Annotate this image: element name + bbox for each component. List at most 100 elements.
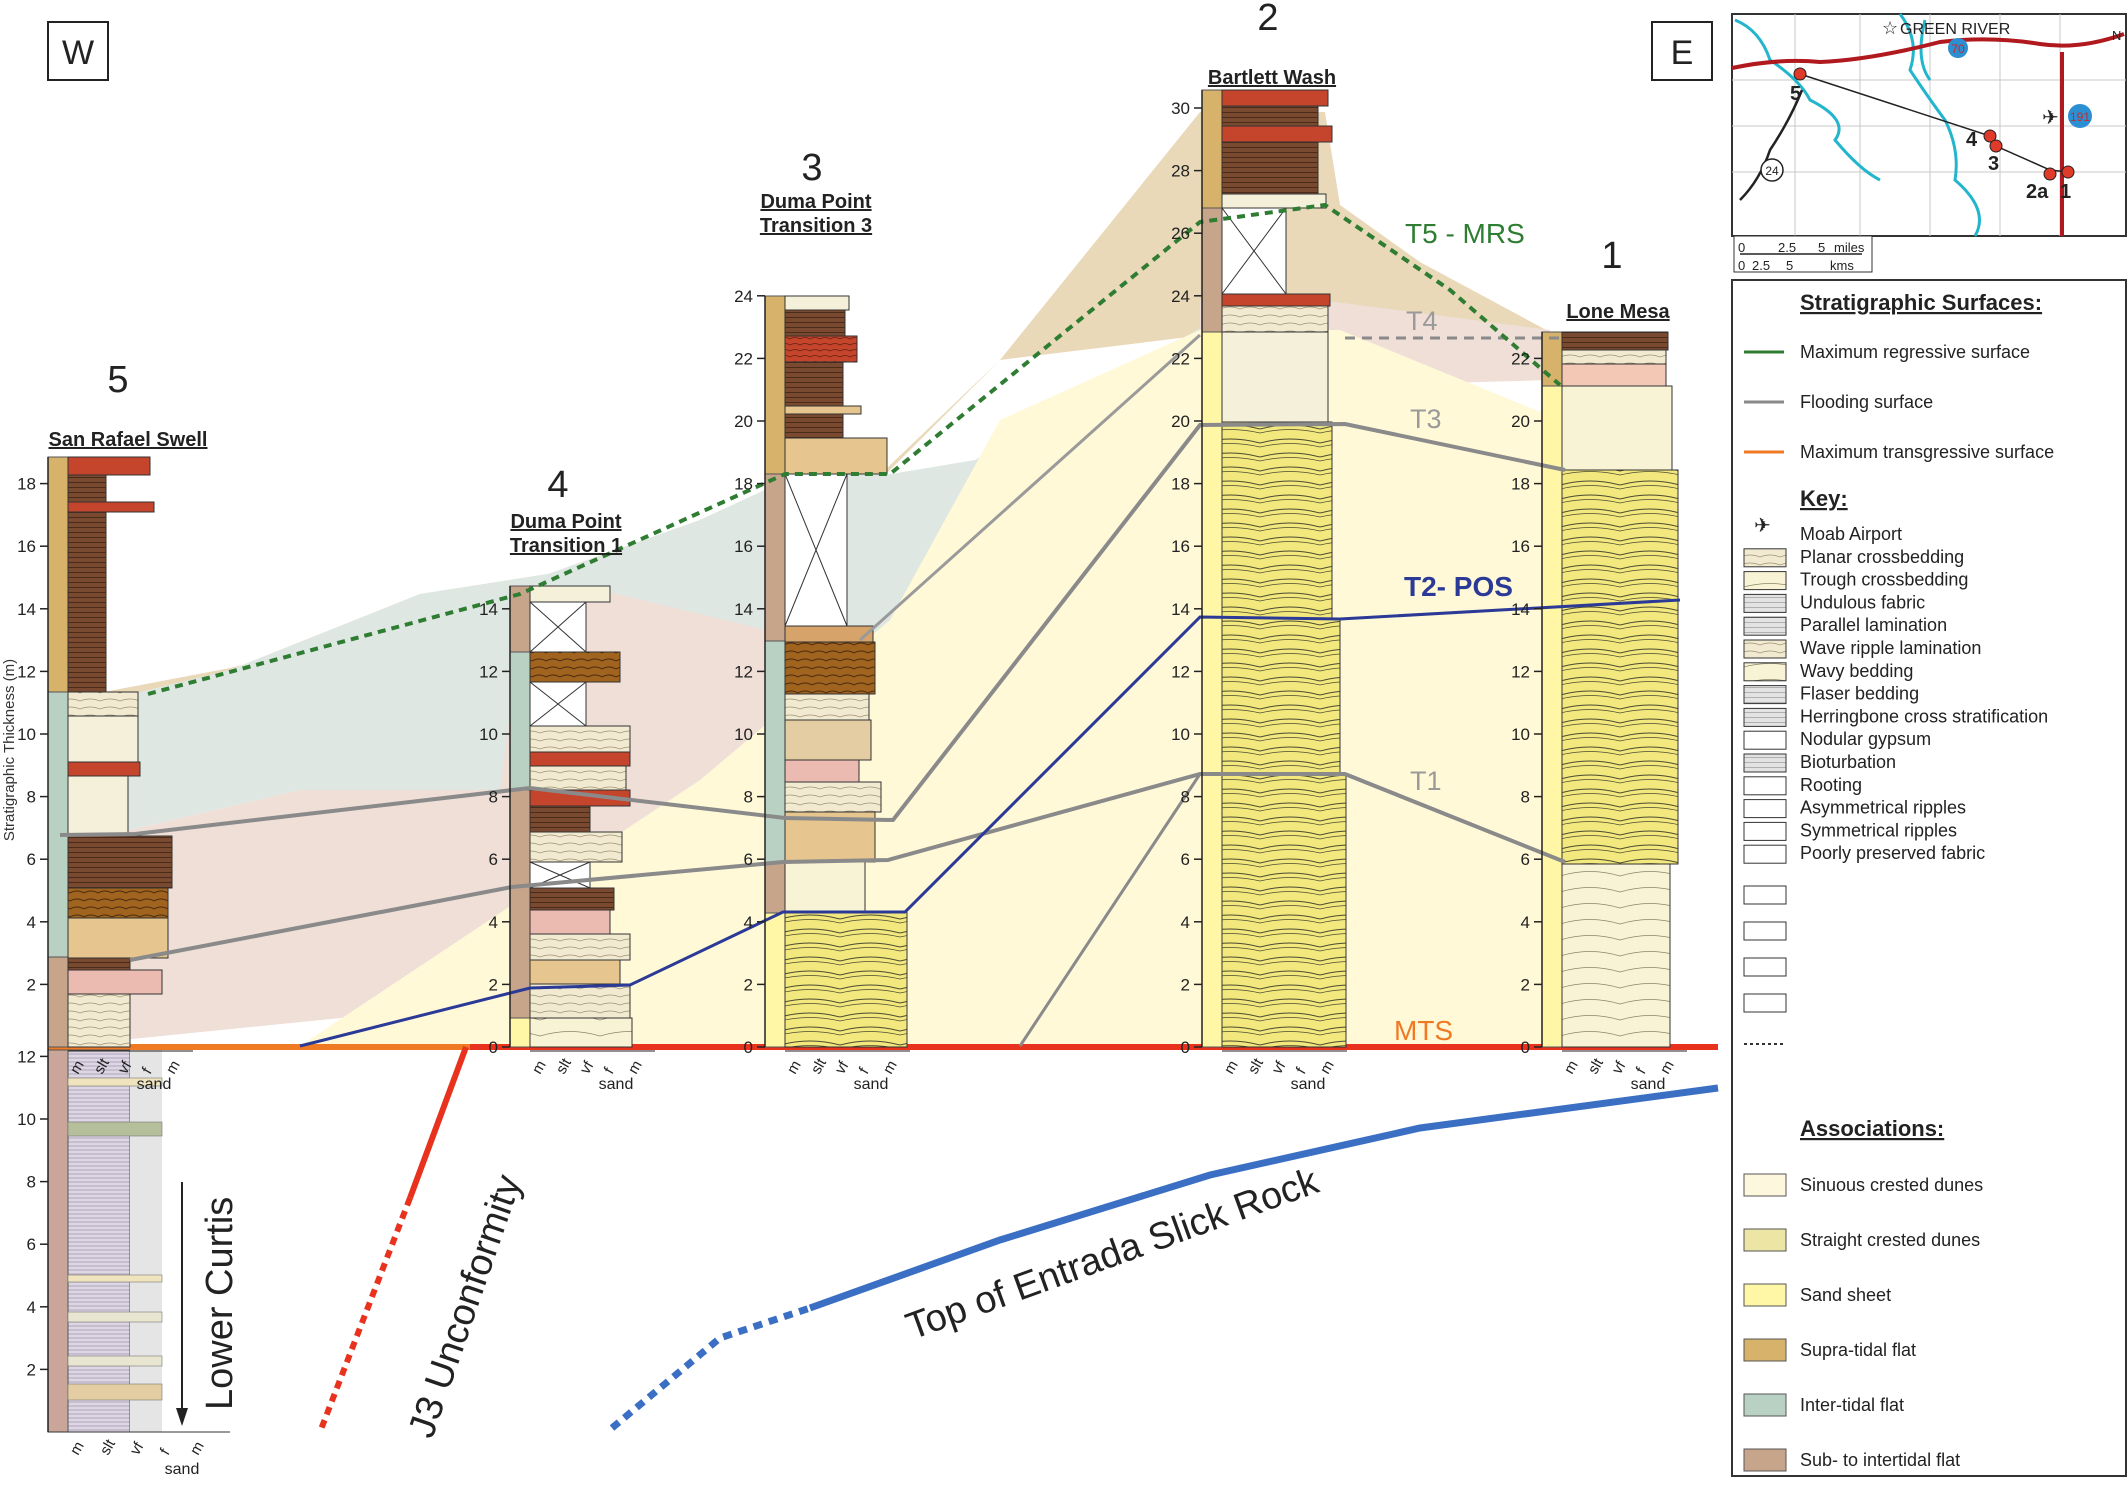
association-swatch — [1743, 1393, 1787, 1417]
association-label: Supra-tidal flat — [1800, 1340, 1916, 1360]
supratidal-panel — [62, 112, 1550, 700]
axis-tick-label: 4 — [1521, 913, 1530, 932]
site-2a-label: 2a — [2026, 181, 2049, 203]
river — [1734, 13, 1981, 237]
axis-tick-label: 2 — [27, 1360, 36, 1379]
axis-tick-label: 16 — [734, 537, 753, 556]
grain-size-label: m — [1317, 1058, 1338, 1077]
t2-label: T2- POS — [1404, 571, 1513, 602]
key-swatch — [1743, 616, 1787, 636]
column-4-number: 4 — [547, 464, 568, 506]
axis-tick-label: 18 — [734, 475, 753, 494]
key-swatch — [1743, 844, 1787, 864]
sand-label: sand — [1631, 1076, 1666, 1093]
axis-tick-label: 24 — [734, 287, 753, 306]
svg-text:24: 24 — [1765, 164, 1779, 178]
association-label: Sub- to intertidal flat — [1800, 1450, 1960, 1470]
axis-tick-label: 10 — [17, 1110, 36, 1129]
surface-label: Maximum regressive surface — [1800, 342, 2030, 362]
west-box: W — [47, 21, 109, 81]
column-2-number: 2 — [1257, 0, 1278, 39]
symbol-swatch — [1743, 885, 1787, 905]
key-swatch — [1743, 571, 1787, 591]
axis-tick-label: 20 — [1511, 412, 1530, 431]
axis-tick-label: 0 — [744, 1038, 753, 1057]
grain-size-label: m — [1221, 1058, 1242, 1077]
key-label: Asymmetrical ripples — [1800, 798, 1966, 818]
sand-label: sand — [854, 1076, 889, 1093]
grain-size-label: vf — [1269, 1058, 1290, 1077]
svg-text:0: 0 — [1738, 240, 1745, 255]
east-label: E — [1671, 34, 1694, 72]
key-title: Key: — [1800, 486, 1848, 511]
correlation-surfaces — [59, 202, 1681, 1048]
key-swatch — [1743, 753, 1787, 773]
location-map: GREEN RIVER ☆ N 70 191 24 ✈ 5 4 3 2a 1 0… — [1731, 13, 2127, 273]
axis-tick-label: 4 — [27, 1298, 36, 1317]
legend: Stratigraphic Surfaces: Maximum regressi… — [1731, 279, 2127, 1477]
site-2a-dot — [2043, 167, 2057, 181]
west-label: W — [62, 34, 94, 72]
lower-curtis-arrow — [176, 1182, 188, 1426]
column-1-lithology — [1541, 331, 1679, 1048]
column-5-name: San Rafael Swell — [49, 429, 208, 451]
column-2-name: Bartlett Wash — [1208, 67, 1336, 89]
column-3-lithology — [764, 295, 908, 1048]
surface-label: Flooding surface — [1800, 392, 1933, 412]
key-label: Herringbone cross stratification — [1800, 706, 2048, 726]
column-4-name: Duma Point — [510, 511, 621, 533]
j3-unconformity-line — [317, 1045, 469, 1434]
grain-size-label: vf — [832, 1058, 853, 1077]
grain-size-label: slt — [1245, 1055, 1268, 1077]
symbol-swatch — [1743, 921, 1787, 941]
axis-tick-label: 4 — [744, 913, 753, 932]
grain-size-label: m — [784, 1058, 805, 1077]
svg-text:2.5: 2.5 — [1778, 240, 1796, 255]
sand-label: sand — [599, 1076, 634, 1093]
grain-size-label: vf — [127, 1439, 148, 1458]
axis-tick-label: 16 — [17, 537, 36, 556]
sand-label: sand — [1291, 1076, 1326, 1093]
grain-size-label: m — [163, 1058, 184, 1077]
axis-tick-label: 12 — [479, 662, 498, 681]
axis-tick-label: 12 — [1511, 662, 1530, 681]
key-label: Nodular gypsum — [1800, 729, 1931, 749]
axis-tick-label: 0 — [1521, 1038, 1530, 1057]
sand-label: sand — [137, 1076, 172, 1093]
axis-tick-label: 8 — [1181, 788, 1190, 807]
map-north-label: N — [2112, 28, 2121, 43]
axis-tick-label: 12 — [734, 662, 753, 681]
key-label: Wave ripple lamination — [1800, 638, 1981, 658]
key-label: Flaser bedding — [1800, 684, 1919, 704]
axis-tick-label: 6 — [1521, 850, 1530, 869]
grain-size-label: m — [187, 1439, 208, 1458]
grain-size-label: slt — [808, 1055, 831, 1077]
association-label: Straight crested dunes — [1800, 1230, 1980, 1250]
axis-tick-label: 6 — [489, 850, 498, 869]
map-shield-70: 70 — [1948, 38, 1968, 58]
key-label: Bioturbation — [1800, 752, 1896, 772]
key-label: Symmetrical ripples — [1800, 820, 1957, 840]
surface-label: Maximum transgressive surface — [1800, 442, 2054, 462]
site-1-dot — [2061, 165, 2075, 179]
site-4-dot — [1983, 129, 1997, 143]
grain-size-label: m — [67, 1439, 88, 1458]
mts-label: MTS — [1394, 1015, 1453, 1046]
key-swatch — [1743, 799, 1787, 819]
column-3-name: Transition 3 — [760, 215, 872, 237]
key-swatch — [1743, 707, 1787, 727]
key-label: Wavy bedding — [1800, 661, 1913, 681]
key-swatch — [1743, 685, 1787, 705]
key-swatch — [1743, 776, 1787, 796]
svg-text:kms: kms — [1830, 258, 1854, 273]
axis-tick-label: 8 — [27, 1173, 36, 1192]
axis-tick-label: 22 — [1171, 349, 1190, 368]
axis-tick-label: 16 — [1511, 537, 1530, 556]
key-label: Moab Airport — [1800, 524, 1902, 544]
axis-tick-label: 6 — [27, 1235, 36, 1254]
